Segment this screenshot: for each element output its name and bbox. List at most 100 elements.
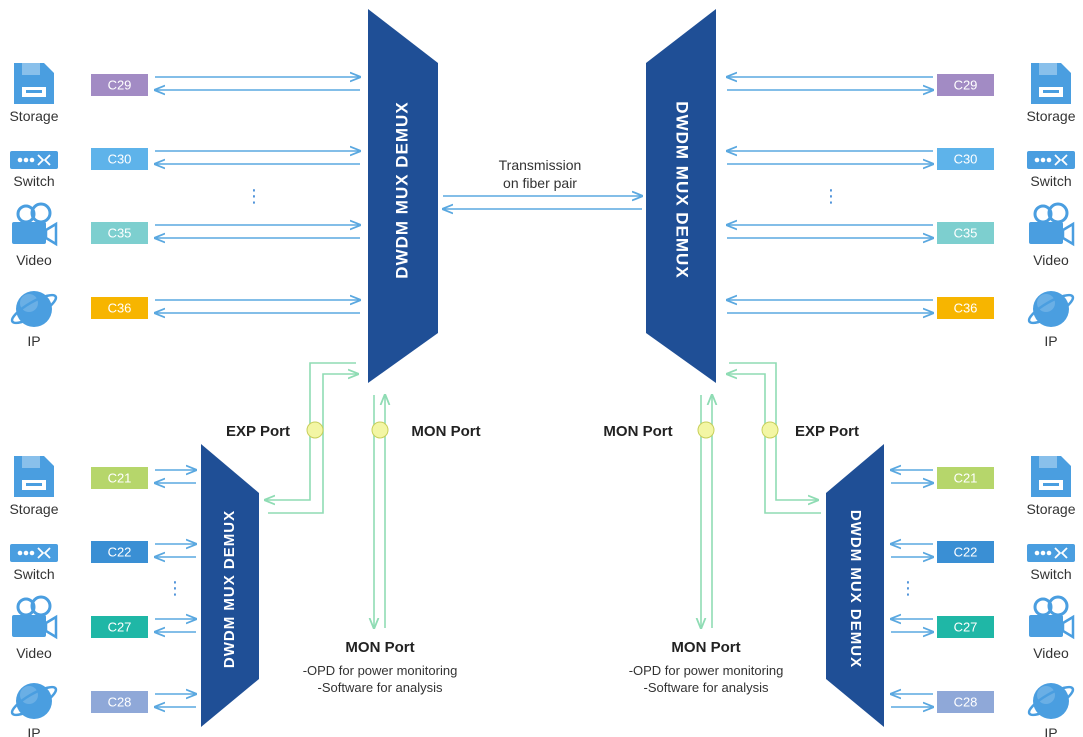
storage-icon — [1031, 63, 1071, 104]
channel-label: C21 — [108, 471, 132, 486]
channel-label: C22 — [108, 545, 132, 560]
channel-box — [937, 222, 994, 244]
switch-icon — [1027, 151, 1075, 169]
channel-label: C30 — [954, 152, 978, 167]
ellipsis-tl: ⋮ — [245, 186, 263, 206]
mon-note-title-right: MON Port — [671, 639, 740, 656]
channel-box — [937, 541, 994, 563]
channel-c35: C35 — [91, 222, 148, 244]
device-label-tl-video: Video — [16, 252, 52, 268]
channel-label: C36 — [954, 301, 978, 316]
device-label-bl-storage: Storage — [9, 501, 58, 517]
ellipsis-tr: ⋮ — [822, 186, 840, 206]
channel-label: C21 — [954, 471, 978, 486]
channel-label: C28 — [108, 695, 132, 710]
port-dot — [761, 421, 779, 439]
channel-c29: C29 — [91, 74, 148, 96]
device-label-bl-video: Video — [16, 645, 52, 661]
storage-icon — [14, 456, 54, 497]
channel-label: C29 — [108, 78, 132, 93]
channel-box — [937, 297, 994, 319]
ip-icon — [10, 683, 58, 719]
channel-c21: C21 — [937, 467, 994, 489]
channel-c28: C28 — [937, 691, 994, 713]
channel-c27: C27 — [937, 616, 994, 638]
channel-label: C22 — [954, 545, 978, 560]
device-label-tr-switch: Switch — [1030, 173, 1071, 189]
transmission-label-line1: Transmission — [499, 157, 582, 173]
ip-icon — [1027, 291, 1075, 327]
channel-label: C35 — [108, 226, 132, 241]
channel-box — [91, 74, 148, 96]
ip-icon — [10, 291, 58, 327]
mon-note-line1-right: -OPD for power monitoring — [629, 663, 784, 678]
video-icon — [1029, 202, 1075, 247]
channel-box — [91, 297, 148, 319]
port-dot — [371, 421, 389, 439]
device-label-tr-storage: Storage — [1026, 108, 1075, 124]
exp-line-right-a — [727, 374, 821, 514]
switch-icon — [1027, 544, 1075, 562]
exp-port-label-left: EXP Port — [226, 423, 290, 440]
channel-label: C36 — [108, 301, 132, 316]
channel-c30: C30 — [91, 148, 148, 170]
channel-label: C30 — [108, 152, 132, 167]
channel-c28: C28 — [91, 691, 148, 713]
device-label-br-storage: Storage — [1026, 501, 1075, 517]
channel-c35: C35 — [937, 222, 994, 244]
channel-box — [91, 691, 148, 713]
channel-label: C27 — [954, 620, 978, 635]
channel-label: C27 — [108, 620, 132, 635]
channel-box — [91, 148, 148, 170]
ellipsis-bl: ⋮ — [166, 578, 184, 598]
video-icon — [12, 595, 58, 640]
device-label-tr-ip: IP — [1044, 333, 1057, 349]
channel-box — [937, 616, 994, 638]
storage-icon — [1031, 456, 1071, 497]
device-label-tl-switch: Switch — [13, 173, 54, 189]
channel-label: C35 — [954, 226, 978, 241]
device-label-br-switch: Switch — [1030, 566, 1071, 582]
mux-top-left-label: DWDM MUX DEMUX — [392, 101, 411, 278]
video-icon — [1029, 595, 1075, 640]
mon-note-line2-left: -Software for analysis — [318, 680, 443, 695]
channel-c29: C29 — [937, 74, 994, 96]
exp-port-label-right: EXP Port — [795, 423, 859, 440]
video-icon — [12, 202, 58, 247]
device-label-tl-storage: Storage — [9, 108, 58, 124]
storage-icon — [14, 63, 54, 104]
channel-c30: C30 — [937, 148, 994, 170]
mux-top-left — [368, 9, 438, 383]
mux-top-right-label: DWDM MUX DEMUX — [673, 101, 692, 278]
port-dot — [697, 421, 715, 439]
device-label-tr-video: Video — [1033, 252, 1069, 268]
device-label-br-video: Video — [1033, 645, 1069, 661]
mux-bottom-right-label: DWDM MUX DEMUX — [847, 510, 864, 668]
channel-box — [91, 467, 148, 489]
channel-c36: C36 — [91, 297, 148, 319]
switch-icon — [10, 544, 58, 562]
mux-top-right — [646, 9, 716, 383]
mux-bottom-right — [826, 444, 884, 727]
channel-c21: C21 — [91, 467, 148, 489]
mon-port-label-right: MON Port — [603, 423, 672, 440]
channel-box — [937, 467, 994, 489]
mon-note-line2-right: -Software for analysis — [644, 680, 769, 695]
mux-bottom-left — [201, 444, 259, 727]
channel-c22: C22 — [91, 541, 148, 563]
mon-port-label-left: MON Port — [411, 423, 480, 440]
mon-note-line1-left: -OPD for power monitoring — [303, 663, 458, 678]
channel-box — [937, 691, 994, 713]
port-dot — [306, 421, 324, 439]
channel-box — [91, 541, 148, 563]
device-label-bl-ip: IP — [27, 725, 40, 737]
channel-c22: C22 — [937, 541, 994, 563]
transmission-label-line2: on fiber pair — [503, 175, 577, 191]
ellipsis-br: ⋮ — [899, 578, 917, 598]
switch-icon — [10, 151, 58, 169]
channel-label: C29 — [954, 78, 978, 93]
channel-box — [91, 222, 148, 244]
channel-box — [91, 616, 148, 638]
mon-note-title-left: MON Port — [345, 639, 414, 656]
